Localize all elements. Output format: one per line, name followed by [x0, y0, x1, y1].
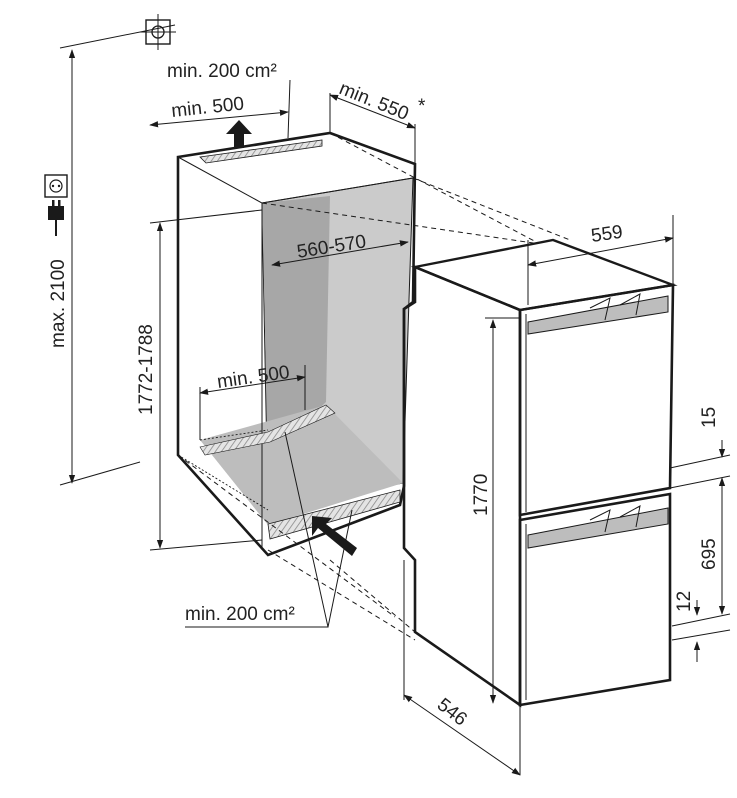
top-vent-slot: [199, 139, 323, 164]
label-appliance-height: 1770: [471, 474, 492, 516]
label-niche-height: 1772-1788: [136, 324, 157, 415]
appliance-top: [410, 238, 678, 312]
airflow-in-arrow: [312, 516, 357, 556]
power-plug-icon: [48, 200, 64, 236]
label-vent-top-width: min. 500: [170, 93, 245, 122]
label-appliance-width: 559: [590, 222, 624, 247]
installation-niche: [176, 131, 417, 557]
label-niche-height-max: max. 2100: [48, 259, 69, 348]
ventilation-symbol-icon: [140, 14, 176, 50]
label-niche-depth: min. 550: [336, 78, 411, 125]
label-bottom-gap: 12: [674, 591, 695, 612]
niche-floor: [200, 405, 403, 525]
lower-door: [518, 492, 672, 707]
label-vent-top-area: min. 200 cm²: [167, 61, 277, 82]
power-socket-icon: [44, 174, 68, 198]
label-top-gap: 15: [699, 407, 720, 428]
plinth-vent-front: [267, 489, 401, 540]
airflow-up-arrow: [226, 120, 252, 148]
dimension-lines: [59, 24, 731, 776]
upper-door-handle: [527, 293, 669, 335]
appliance: [402, 238, 678, 708]
label-niche-depth-note: *: [418, 96, 426, 117]
label-appliance-depth: 546: [433, 694, 471, 730]
label-vent-bottom-area: min. 200 cm²: [185, 604, 295, 625]
floor-vent-rear: [199, 404, 336, 456]
label-door-height: 695: [699, 538, 720, 570]
lower-door-handle: [527, 505, 669, 549]
projection-lines: [177, 132, 571, 641]
